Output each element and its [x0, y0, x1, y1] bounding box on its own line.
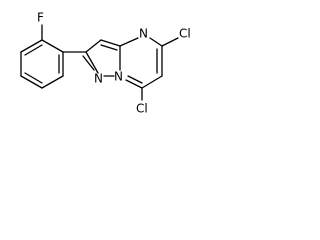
nitrogen-atom-pyrimidine: N — [139, 27, 148, 41]
bond — [41, 39, 64, 53]
fluorine-atom: F — [37, 11, 44, 25]
bond — [24, 44, 43, 56]
bond — [127, 75, 143, 84]
bond — [119, 37, 139, 47]
chlorine-atom-5: Cl — [179, 27, 191, 41]
bond — [41, 75, 64, 89]
bond — [85, 51, 99, 74]
bond — [100, 44, 118, 51]
bond-group — [20, 24, 179, 101]
atom-labels: F N N N Cl Cl — [37, 11, 191, 116]
chlorine-atom-7: Cl — [136, 102, 148, 116]
bond — [20, 75, 43, 89]
nitrogen-atom-bridge: N — [114, 70, 123, 84]
nitrogen-atom-pyrazole: N — [94, 72, 103, 86]
bond — [82, 55, 95, 71]
bond — [100, 39, 121, 47]
molecule-structure: F N N N Cl Cl — [20, 11, 191, 116]
bond — [149, 37, 163, 47]
bond — [20, 39, 43, 53]
bond — [85, 39, 102, 53]
bond — [125, 79, 143, 89]
bond — [24, 72, 43, 84]
bond — [141, 75, 163, 89]
bond — [161, 37, 179, 47]
